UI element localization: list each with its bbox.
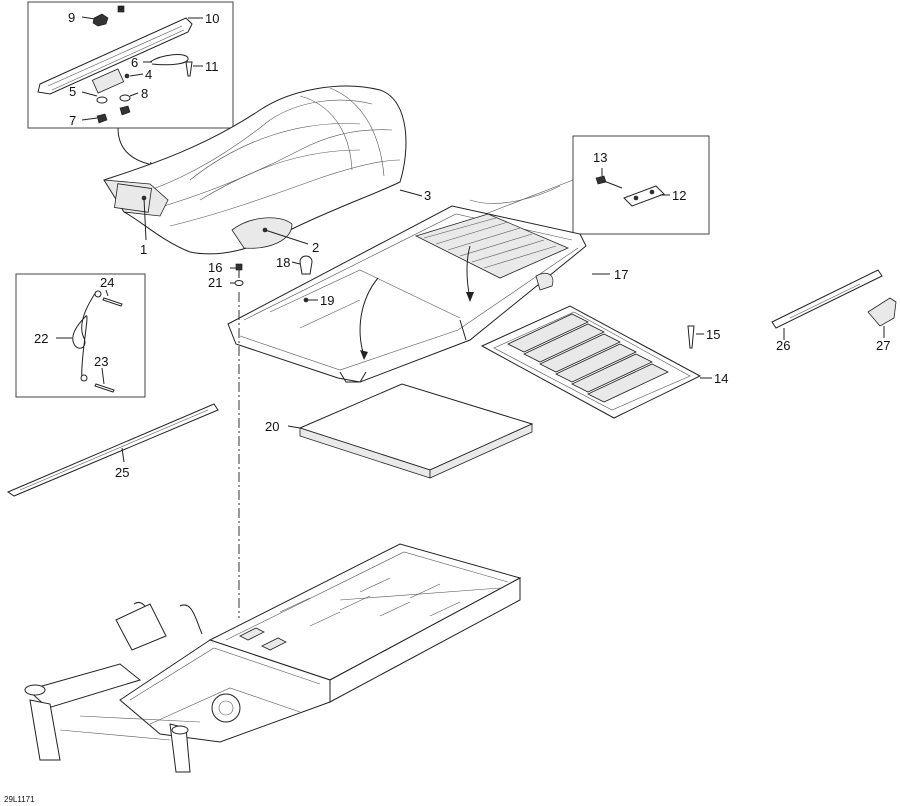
strap-part-6 — [149, 54, 189, 66]
callout-25: 25 — [115, 465, 129, 480]
arrow-frame-left — [359, 277, 379, 357]
callout-4: 4 — [145, 67, 152, 82]
callout-23: 23 — [94, 354, 108, 369]
callout-14: 14 — [714, 371, 728, 386]
trim-strip-part-25: 25 — [6, 403, 219, 497]
callout-3: 3 — [424, 188, 431, 203]
callout-15: 15 — [706, 327, 720, 342]
inset-latch: 13 12 — [572, 135, 710, 235]
inset-cable-frame — [15, 273, 146, 398]
callout-9: 9 — [68, 10, 75, 25]
callout-16: 16 — [208, 260, 222, 275]
screw-part-13 — [595, 175, 607, 185]
end-cap-part-27: 27 — [867, 297, 897, 353]
rack-panel-part-14: 14 — [480, 305, 728, 419]
inset-seat-hardware: 9 10 6 11 4 5 8 7 — [27, 1, 234, 129]
seat-assembly: 1 2 3 — [103, 85, 431, 257]
grommet-part-18: 18 — [276, 255, 313, 275]
push-rivet-part-15: 15 — [687, 325, 720, 349]
callout-26: 26 — [776, 338, 790, 353]
seat-frame-part-17: 17 — [227, 205, 628, 383]
screw-part-23 — [94, 383, 115, 393]
callout-18: 18 — [276, 255, 290, 270]
arrow-inset-to-seat — [117, 127, 159, 167]
washer-part-5 — [96, 96, 108, 104]
push-pin-part-11 — [185, 61, 193, 77]
screw-part-24 — [102, 297, 123, 307]
callout-27: 27 — [876, 338, 890, 353]
seat-patch-part-2 — [231, 217, 293, 249]
seat-bracket-part — [37, 17, 193, 95]
nut-part-9 — [92, 13, 109, 27]
callout-13: 13 — [593, 150, 607, 165]
washer-part-8 — [119, 94, 131, 102]
callout-12: 12 — [672, 188, 686, 203]
callout-24: 24 — [100, 275, 114, 290]
trim-bar-part-26: 26 — [771, 269, 883, 353]
callout-8: 8 — [141, 86, 148, 101]
callout-19: 19 — [320, 293, 334, 308]
chassis-frame — [24, 543, 522, 773]
reference-code: 29L1171 — [4, 795, 35, 804]
nut-part-7b — [119, 105, 131, 116]
inset-latch-frame — [572, 135, 710, 235]
foam-pad-part-20: 20 — [265, 383, 534, 479]
screw-part-16: 16 — [208, 260, 243, 278]
fastener-part-19: 19 — [303, 293, 334, 308]
callout-2: 2 — [312, 240, 319, 255]
bolt-part-7 — [96, 113, 108, 124]
callout-17: 17 — [614, 267, 628, 282]
callout-1: 1 — [140, 242, 147, 257]
callout-20: 20 — [265, 419, 279, 434]
latch-part-12 — [623, 185, 665, 207]
inset-cable: 24 22 23 — [15, 273, 146, 398]
callout-10: 10 — [205, 11, 219, 26]
callout-21: 21 — [208, 275, 222, 290]
washer-part-21: 21 — [208, 275, 244, 290]
rivet-part-4 — [124, 73, 130, 79]
callout-11: 11 — [205, 59, 219, 74]
cable-part-22 — [72, 291, 97, 379]
callout-7: 7 — [69, 113, 76, 128]
callout-5: 5 — [69, 84, 76, 99]
callout-22: 22 — [34, 331, 48, 346]
callout-6: 6 — [131, 55, 138, 70]
inset-frame — [27, 1, 234, 129]
